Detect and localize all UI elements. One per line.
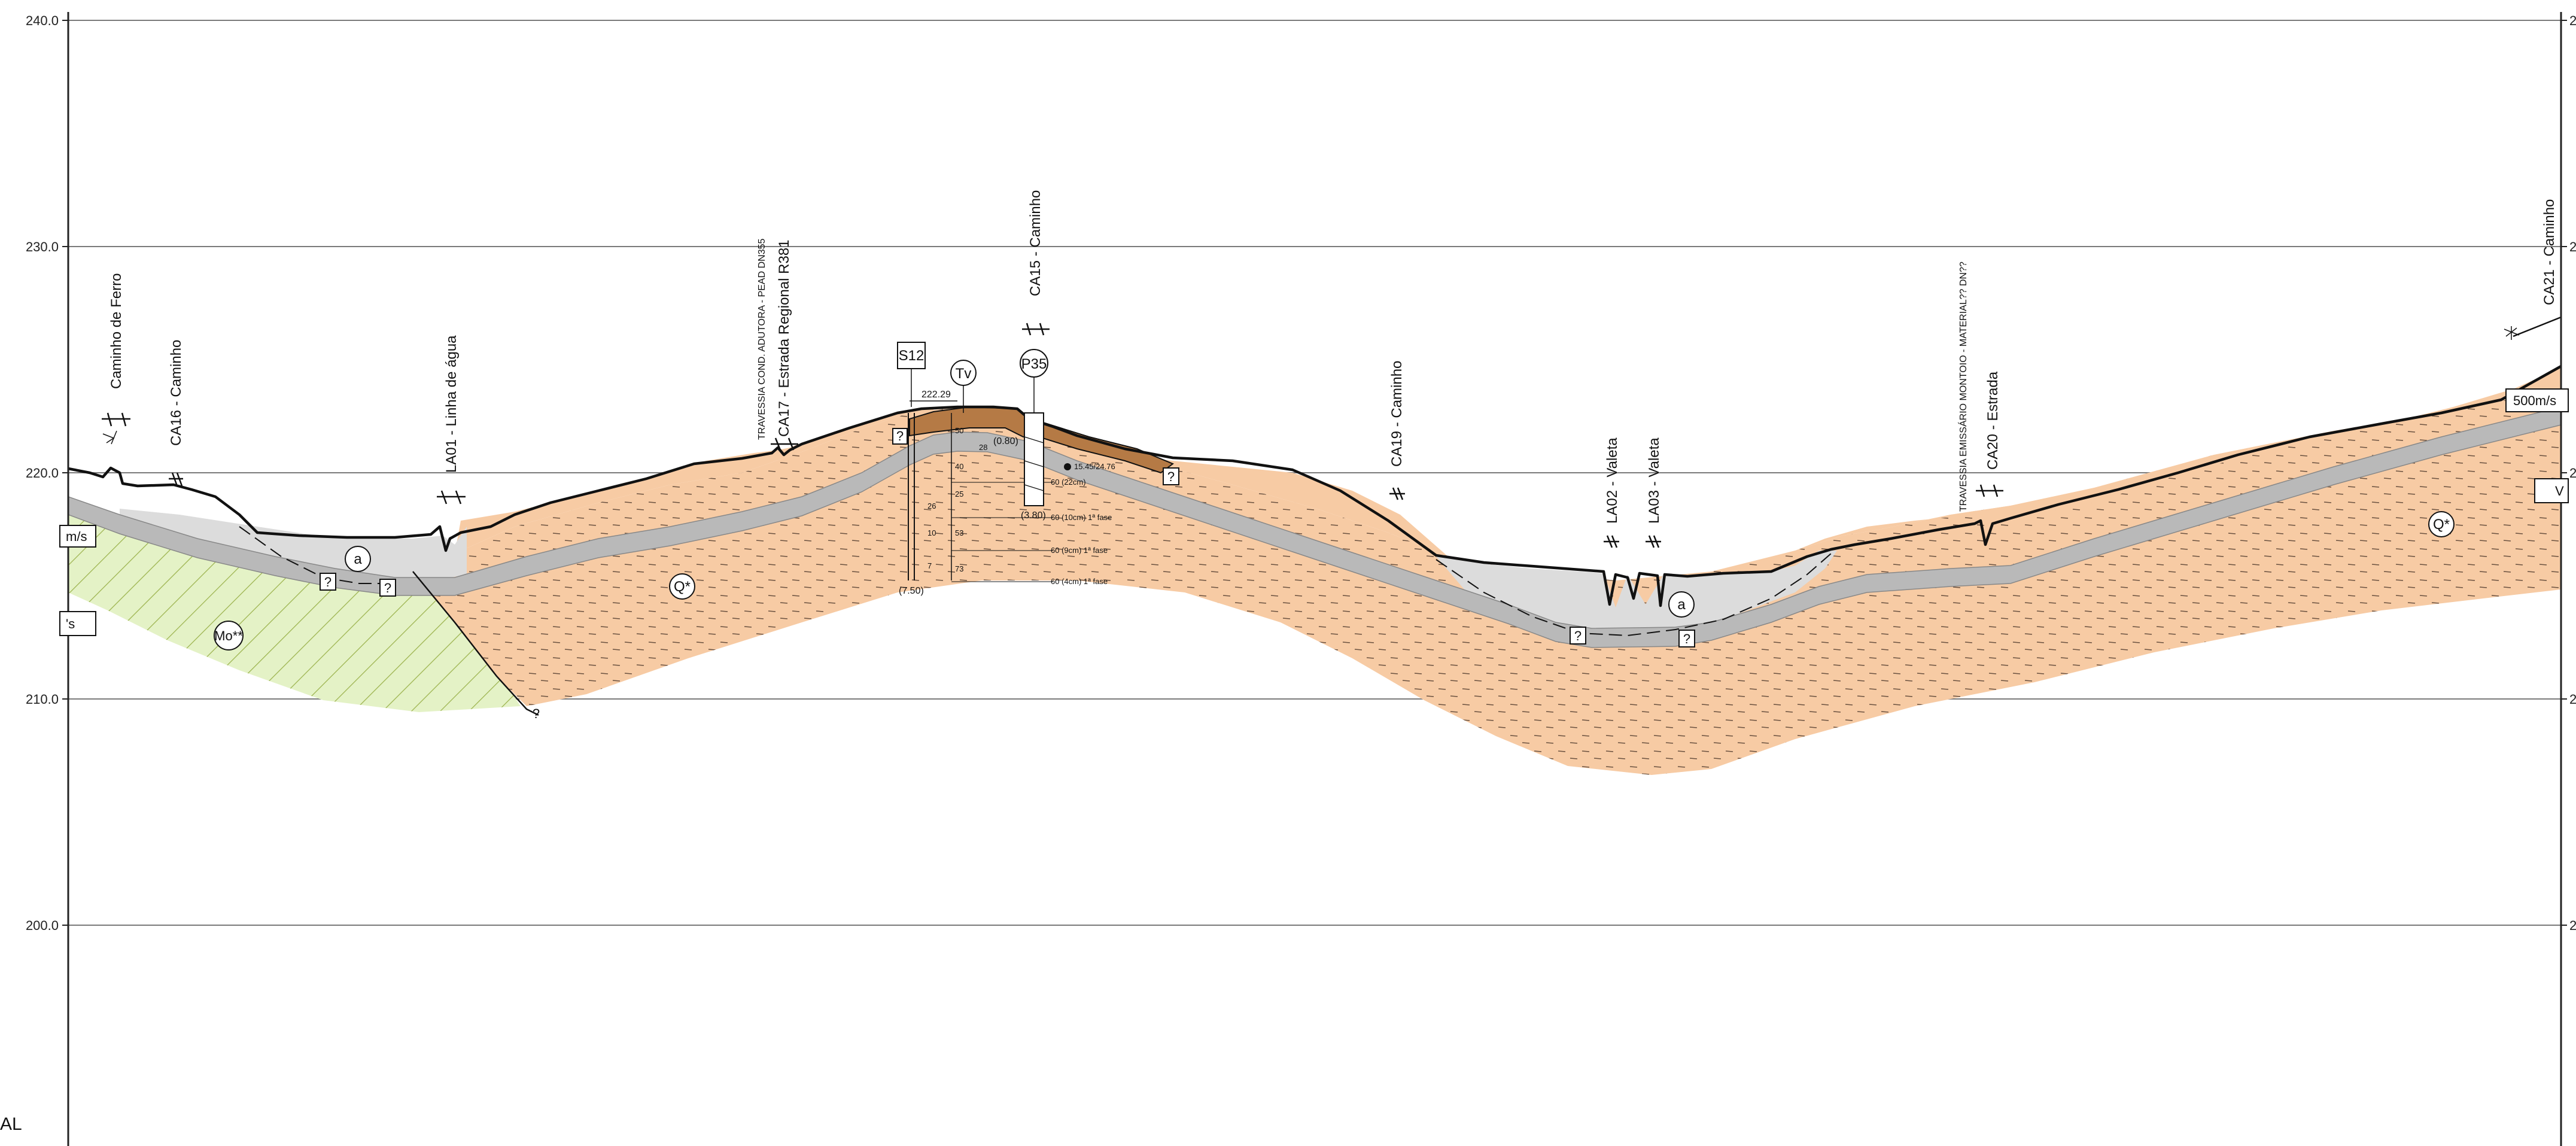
marker-la03-icon: [1646, 535, 1661, 548]
spt-value: 7: [927, 561, 932, 570]
spt-value: 40: [955, 462, 963, 471]
spt-value: 10: [927, 528, 936, 537]
spt-note: 60 (4cm) 1ª fase: [1051, 577, 1108, 586]
unit-mo: Mo**: [214, 628, 243, 643]
spt-value: 25: [955, 490, 963, 498]
uncertain-marks: ? ? ? ? ? ? ?: [320, 428, 1695, 721]
p35-top-depth: (0.80): [993, 436, 1018, 446]
marker-caminho-ferro-icon: [102, 412, 130, 445]
velocity-tag-left-lower: 's: [66, 616, 75, 631]
s12-elevation: 222.29: [921, 390, 951, 400]
label-la03: LA03 - Valeta: [1646, 437, 1662, 524]
spt-note: 60 (22cm): [1051, 478, 1086, 487]
s12-depth: (7.50): [899, 586, 924, 596]
right-tick-200: 2: [2569, 918, 2576, 933]
label-caminho-de-ferro: Caminho de Ferro: [108, 273, 124, 389]
spt-note: 60 (10cm) 1ª fase: [1051, 513, 1112, 522]
marker-ca15-icon: [1022, 323, 1050, 336]
marker-la01-icon: [437, 490, 466, 504]
velocity-tag-right-lower: V: [2555, 484, 2564, 498]
unit-q-left: Q*: [674, 579, 691, 595]
p35-label: P35: [1021, 356, 1047, 372]
unit-a-right: a: [1677, 597, 1686, 613]
s12-box: [897, 342, 926, 369]
right-tick-220: 2: [2569, 466, 2576, 481]
uncertain-mark: ?: [384, 580, 391, 595]
survey-markers: [102, 323, 2520, 548]
uncertain-mark: ?: [1683, 631, 1690, 646]
velocity-tag-box: [2534, 478, 2569, 503]
miocene-unit: [68, 503, 521, 712]
borehole-s12: S12 222.29 (7.50): [897, 342, 957, 596]
alluvium-unit: [120, 509, 1837, 634]
label-la01: LA01 - Linha de água: [443, 335, 460, 473]
quaternary-upper-fill: [455, 407, 933, 554]
spt-value: 26: [927, 501, 936, 510]
label-ca19: CA19 - Caminho: [1389, 361, 1405, 467]
spt-value: 53: [955, 528, 963, 537]
velocity-tag-left-upper: m/s: [66, 529, 87, 544]
uncertain-mark: ?: [533, 706, 540, 721]
ytick-230: 230.0: [26, 239, 59, 254]
spt-value: 28: [979, 443, 987, 452]
velocity-tag-box: [59, 525, 96, 548]
uncertain-mark: ?: [896, 428, 904, 443]
test-tv: Tv: [950, 360, 977, 413]
label-ca17: CA17 - Estrada Regional R381: [776, 239, 792, 437]
ytick-220: 220.0: [26, 466, 59, 481]
alluvium-right: [1436, 551, 1837, 634]
spt-value: 50: [955, 426, 963, 435]
s12-label: S12: [899, 348, 924, 364]
ytick-240: 240.0: [26, 13, 59, 28]
label-la02: LA02 - Valeta: [1604, 437, 1620, 524]
unit-a-left: a: [354, 551, 362, 567]
ytick-210: 210.0: [26, 692, 59, 707]
label-travessia-1: TRAVESSIA COND. ADUTORA - PEAD DN355: [757, 239, 767, 440]
unit-symbols: a a Q* Q* Mo**: [214, 511, 2455, 650]
label-ca15: CA15 - Caminho: [1027, 190, 1044, 296]
velocity-tags: m/s 's 500m/s V: [59, 388, 2569, 636]
corner-label: AL: [0, 1114, 22, 1134]
right-tick-210: 2: [2569, 692, 2576, 707]
velocity-tag-box: [2505, 388, 2569, 412]
marker-ca21-icon: [2504, 326, 2520, 340]
label-ca21: CA21 - Caminho: [2541, 199, 2557, 305]
p35-note: 15.45/24.76: [1074, 462, 1115, 471]
label-ca16: CA16 - Caminho: [168, 340, 184, 446]
marker-ca20-icon: [1976, 484, 2003, 497]
p35-bottom-depth: (3.80): [1021, 510, 1046, 521]
marker-ca16-icon: [169, 472, 183, 487]
unit-q-right: Q*: [2433, 516, 2450, 533]
spt-note: 60 (9cm) 1ª fase: [1051, 546, 1108, 555]
uncertain-mark: ?: [1574, 628, 1582, 643]
velocity-tag-box: [59, 611, 96, 636]
marker-la02-icon: [1604, 535, 1619, 548]
uncertain-mark: ?: [324, 574, 331, 589]
spt-column: 50 28 40 25 26 10 53 7 73 60 (22cm) 60 (…: [927, 426, 1112, 586]
contact-line-right: [1435, 553, 1832, 637]
uncertain-mark: ?: [1167, 469, 1175, 484]
pit-p35: P35 (0.80) (3.80) 15.45/24.76: [993, 349, 1115, 521]
alluvium-left: [120, 509, 467, 583]
velocity-tag-right-upper: 500m/s: [2513, 393, 2556, 408]
ground-surface-line: [68, 365, 2562, 607]
y-axis-ticks: [62, 20, 2567, 926]
ca21-leader-line: [2513, 316, 2562, 338]
right-tick-240: 2: [2569, 13, 2576, 28]
miocene-hatch: [68, 503, 521, 712]
right-tick-230: 2: [2569, 239, 2576, 254]
miocene-contact-line: [412, 571, 539, 716]
label-travessia-2: TRAVESSIA EMISSÁRIO MONTOIO - MATERIAL??…: [1957, 262, 1969, 512]
tv-label: Tv: [956, 366, 972, 382]
marker-ca19-icon: [1389, 487, 1405, 500]
label-ca20: CA20 - Estrada: [1985, 371, 2001, 470]
marker-ca17-icon: [771, 437, 798, 451]
spt-value: 73: [955, 564, 963, 573]
ytick-200: 200.0: [26, 918, 59, 933]
